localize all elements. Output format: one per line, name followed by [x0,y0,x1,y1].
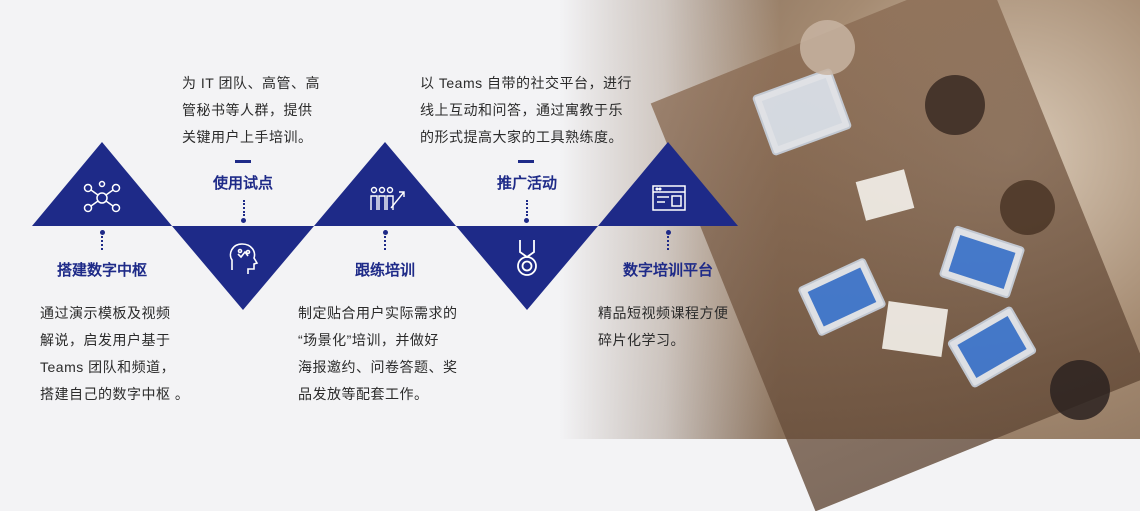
connector-dot [100,230,105,235]
connector-line [667,236,669,250]
browser-window-icon [652,185,686,211]
step-label-promotion: 推广活动 [496,175,557,192]
growth-people-icon [370,186,405,210]
photo-person [925,75,985,135]
connector-dot [524,218,529,223]
connector-dot [241,218,246,223]
connector-line [384,236,386,250]
photo-person [800,20,855,75]
step-description-pilot: 为 IT 团队、高管、高 管秘书等人群，提供 关键用户上手培训。 [182,75,320,145]
medal-icon [517,240,537,276]
connector-dot [383,230,388,235]
label-dash [235,160,251,163]
step-description-hub: 通过演示模板及视频 解说，启发用户基于 Teams 团队和频道， 搭建自己的数字… [40,305,190,402]
triangle-band [32,142,738,310]
step-label-training: 跟练培训 [354,262,415,279]
step-description-promotion: 以 Teams 自带的社交平台，进行 线上互动和问答，通过寓教于乐 的形式提高大… [420,75,633,145]
step-description-platform: 精品短视频课程方便 碎片化学习。 [598,305,729,348]
step-label-pilot: 使用试点 [212,175,273,192]
step-description-training: 制定贴合用户实际需求的 “场景化”培训，并做好 海报邀约、问卷答题、奖 品发放等… [298,305,458,402]
connector-line [243,200,245,216]
step-label-platform: 数字培训平台 [622,262,713,279]
label-dash [518,160,534,163]
triangle-up-1 [32,142,172,226]
head-brain-icon [229,243,259,274]
triangle-down-1 [172,226,314,310]
connector-line [526,200,528,216]
photo-person [1000,180,1055,235]
connector-dot [666,230,671,235]
triangle-up-2 [314,142,456,226]
connector-line [101,236,103,250]
triangle-down-2 [456,226,598,310]
triangle-up-3 [598,142,738,226]
network-people-icon [83,180,121,213]
step-label-hub: 搭建数字中枢 [56,262,147,279]
photo-person [1050,360,1110,420]
